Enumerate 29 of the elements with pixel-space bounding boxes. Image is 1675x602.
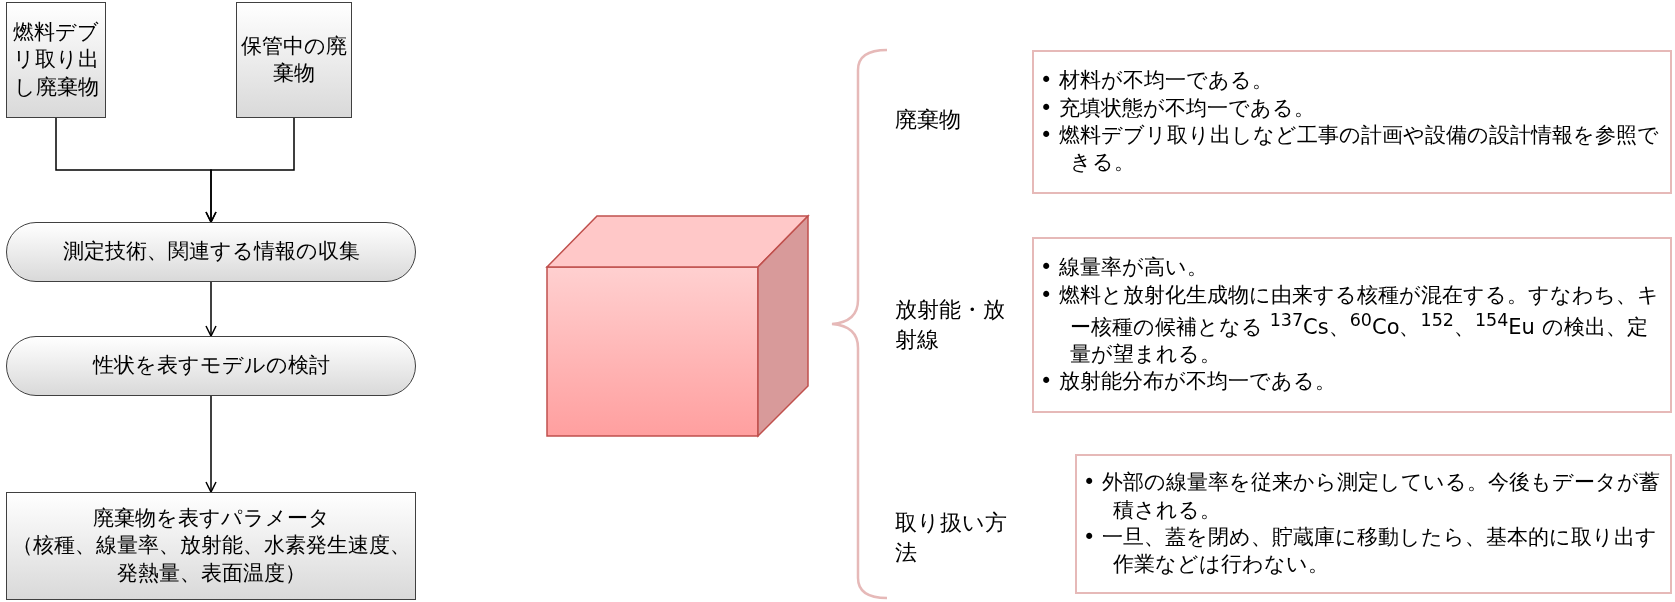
process-box <box>6 492 416 600</box>
bullet-item: • 放射能分布が不均一である。 <box>1040 368 1338 396</box>
box-text: 測定技術、関連する情報の収集 <box>62 238 360 266</box>
box-text: 燃料デブリ取り出し廃棄物 <box>12 19 100 101</box>
category-label: 放射能・放射線 <box>895 296 1006 354</box>
arrow <box>205 117 295 223</box>
bullet-item: • 線量率が高い。 <box>1040 254 1210 282</box>
category-label: 廃棄物 <box>895 106 962 134</box>
bullet-item: • 燃料デブリ取り出しなど工事の計画や設備の設計情報を参照できる。 <box>1040 122 1661 177</box>
note-box <box>1032 50 1672 194</box>
bullet-item: • 一旦、蓋を閉め、貯蔵庫に移動したら、基本的に取り出す作業などは行わない。 <box>1083 524 1659 579</box>
category-label: 取り扱い方法 <box>895 509 1008 567</box>
bullet-item: • 燃料と放射化生成物に由来する核種が混在する。すなわち、キー核種の候補となる $^{137}$Cs、$^{60}$Co、$^{152}$、$^{154}$Eu の検出、定量が望まれる。 <box>1040 281 1661 369</box>
box-text: 性状を表すモデルの検討 <box>92 352 330 380</box>
box-text: 廃棄物を表すパラメータ <box>92 505 330 533</box>
process-box <box>6 222 416 282</box>
cube-drawing <box>545 214 810 439</box>
box-text: （核種、線量率、放射能、水素発生速度、発熱量、表面温度） <box>11 532 411 587</box>
process-box <box>236 2 352 118</box>
bullet-item: • 外部の線量率を従来から測定している。今後もデータが蓄積される。 <box>1083 469 1662 524</box>
arrow <box>205 281 217 337</box>
bullet-item: • 材料が不均一である。 <box>1040 67 1275 95</box>
note-box <box>1075 454 1672 594</box>
arrow <box>205 395 217 493</box>
bullet-item: • 充填状態が不均一である。 <box>1040 94 1317 122</box>
box-text: 保管中の廃棄物 <box>241 32 347 87</box>
process-box <box>6 2 106 118</box>
process-box <box>6 336 416 396</box>
note-box <box>1032 237 1672 413</box>
